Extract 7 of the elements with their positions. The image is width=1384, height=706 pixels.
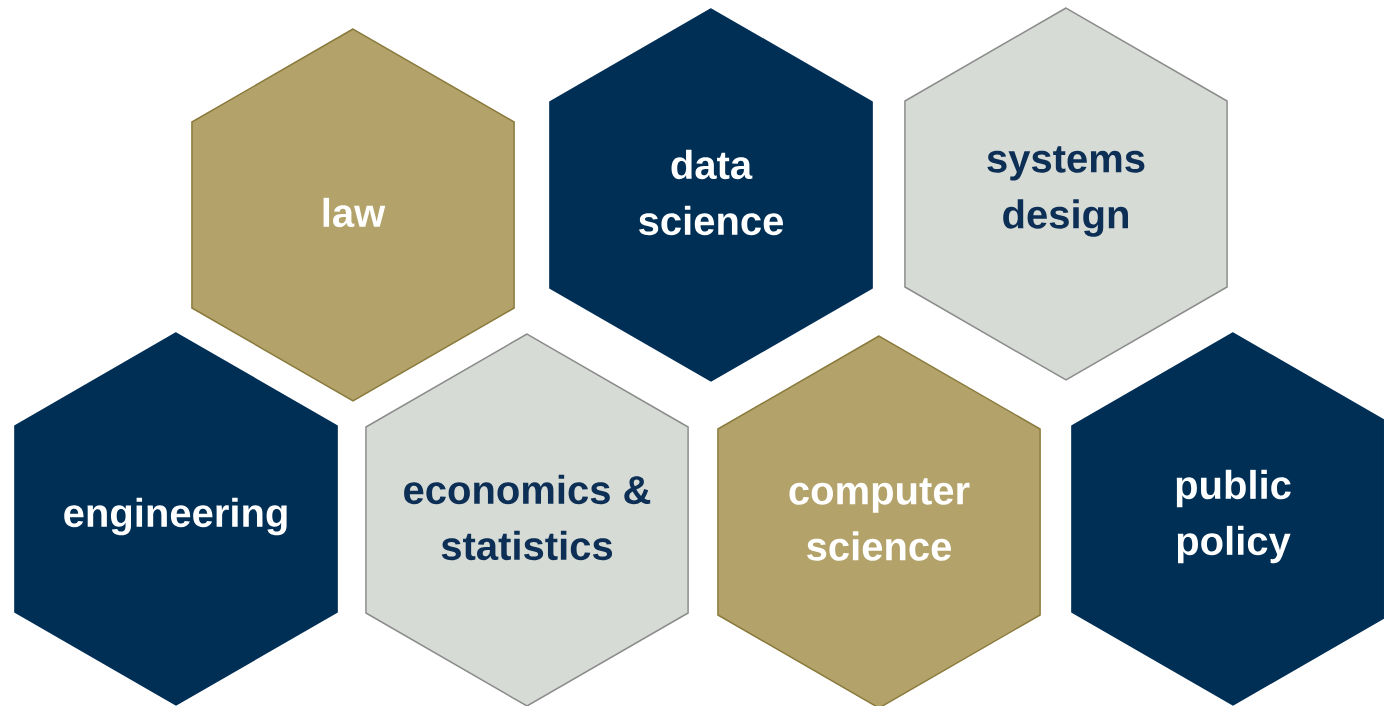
hexagon: economics & statistics bbox=[365, 333, 689, 706]
hexagon: law bbox=[191, 28, 515, 402]
hexagon: data science bbox=[549, 8, 873, 382]
hexagon: public policy bbox=[1071, 332, 1384, 706]
hexagon: engineering bbox=[14, 332, 338, 706]
hexagon: systems design bbox=[904, 7, 1228, 381]
hexagon: computer science bbox=[717, 335, 1041, 706]
